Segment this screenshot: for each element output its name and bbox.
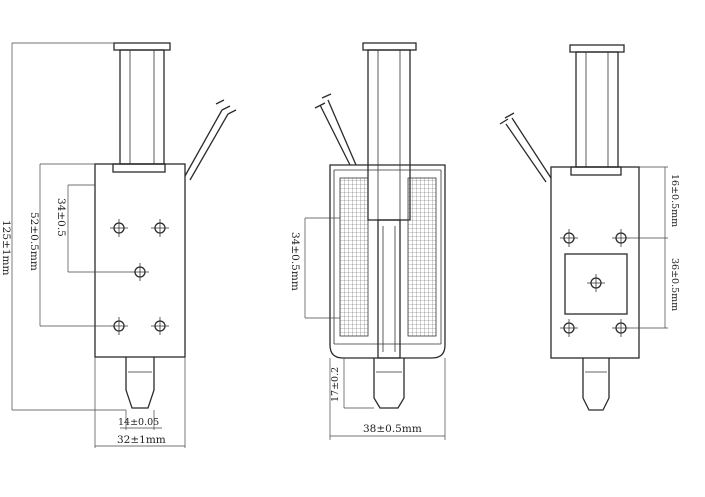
middle-plunger-cap: [362, 42, 417, 51]
dim-52: 52±0.5mm: [28, 212, 40, 271]
left-mounting-holes: [110, 219, 169, 335]
middle-body: [329, 164, 446, 359]
right-mounting-plate: [564, 253, 628, 315]
dim-34-left: 34±0.5: [55, 198, 67, 237]
dim-total-length: 125±1mm: [0, 220, 12, 275]
right-plunger: [575, 51, 619, 168]
dim-32: 32±1mm: [117, 434, 166, 446]
middle-core: [377, 219, 401, 359]
middle-wire-leads: [314, 93, 357, 166]
left-threaded-tip: [125, 357, 155, 409]
right-plunger-cap: [569, 44, 625, 53]
dim-36: 36±0.5mm: [669, 258, 680, 311]
right-mounting-holes: [560, 229, 630, 337]
dim-16: 16±0.5mm: [669, 174, 680, 227]
right-view: 16±0.5mm 36±0.5mm: [499, 44, 680, 411]
dim-34-middle: 34±0.5mm: [289, 232, 301, 291]
dim-14: 14±0.05: [118, 417, 159, 428]
left-body: [94, 163, 186, 358]
middle-coil-left: [339, 177, 369, 337]
left-plunger: [119, 49, 165, 165]
middle-coil-right: [407, 177, 437, 337]
dim-17: 17±0.2: [330, 367, 341, 402]
middle-plunger: [367, 49, 411, 221]
middle-threaded-tip: [373, 358, 405, 409]
left-view: 125±1mm 52±0.5mm 34±0.5 14±0.05 32±1mm: [0, 42, 237, 448]
left-wire-leads: [184, 99, 237, 181]
right-wire-leads: [499, 112, 552, 183]
middle-view: 34±0.5mm 17±0.2 38±0.5mm: [289, 42, 446, 440]
left-plunger-cap: [113, 42, 171, 51]
right-threaded-tip: [582, 358, 610, 411]
dim-38: 38±0.5mm: [363, 423, 422, 435]
